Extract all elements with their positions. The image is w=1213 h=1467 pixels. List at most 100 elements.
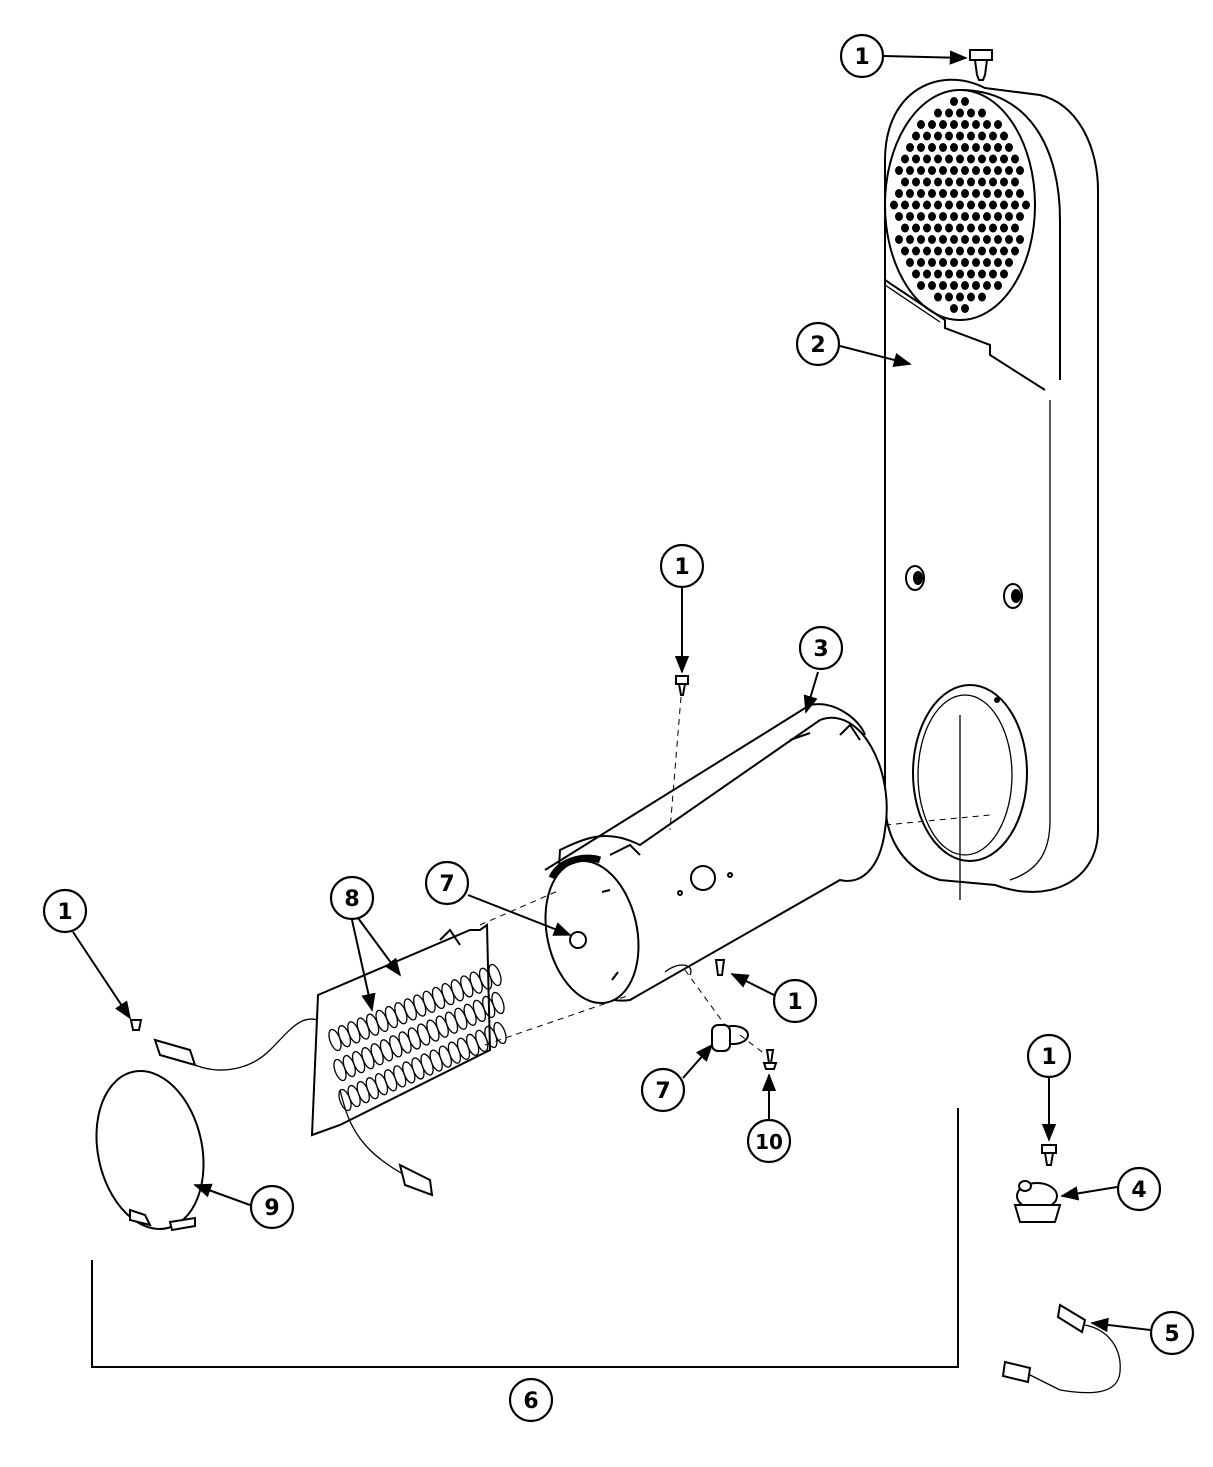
perforation-hole <box>1000 269 1008 279</box>
callout-3: 3 <box>798 625 844 671</box>
perforation-hole <box>967 246 975 256</box>
perforation-hole <box>989 177 997 187</box>
perforation-hole <box>939 189 947 198</box>
perforation-hole <box>956 223 964 233</box>
callout-1-top: 1 <box>839 33 885 79</box>
callout-7-upper: 7 <box>424 860 470 906</box>
perforation-hole <box>1000 200 1008 210</box>
perforation-hole <box>1005 143 1013 152</box>
callout-label: 1 <box>1041 1045 1056 1070</box>
perforation-hole <box>1000 246 1008 256</box>
callout-7-lower: 7 <box>640 1067 686 1113</box>
perforation-hole <box>934 292 942 302</box>
callout-label: 2 <box>810 333 825 358</box>
perforation-hole <box>972 120 980 129</box>
perforation-hole <box>939 143 947 152</box>
perforation-hole <box>983 166 991 175</box>
perforation-hole <box>934 200 942 210</box>
perforation-hole <box>895 212 903 221</box>
perforation-hole <box>989 200 997 210</box>
perforation-hole <box>923 269 931 279</box>
perforation-hole <box>967 269 975 279</box>
perforation-hole <box>934 108 942 118</box>
perforation-hole <box>994 166 1002 175</box>
perforation-hole <box>945 269 953 279</box>
perforation-hole <box>983 212 991 221</box>
perforation-hole <box>983 120 991 129</box>
perforation-hole <box>978 223 986 233</box>
perforation-hole <box>906 235 914 244</box>
perforation-hole <box>934 131 942 141</box>
perforation-hole <box>906 143 914 152</box>
callout-label: 10 <box>755 1130 783 1154</box>
thermostat-lower <box>711 1024 749 1052</box>
callout-label: 7 <box>439 872 454 897</box>
perforation-hole <box>961 143 969 152</box>
callout-10: 10 <box>746 1118 792 1164</box>
perforation-hole <box>917 258 925 267</box>
perforation-hole <box>1022 200 1030 210</box>
perforation-hole <box>890 200 898 210</box>
perforation-hole <box>1011 223 1019 233</box>
perforation-hole <box>989 131 997 141</box>
perforation-hole <box>934 223 942 233</box>
perforation-hole <box>950 212 958 221</box>
perforation-hole <box>895 166 903 175</box>
perforation-hole <box>928 235 936 244</box>
perforation-hole <box>972 143 980 152</box>
perforation-hole <box>934 177 942 187</box>
perforation-hole <box>950 258 958 267</box>
perforation-hole <box>961 189 969 198</box>
perforation-hole <box>978 269 986 279</box>
leader-lines <box>72 50 1151 1333</box>
perforation-holes <box>890 97 1030 313</box>
wire-jumper <box>1001 1303 1121 1394</box>
heater-housing <box>544 703 888 1005</box>
perforation-hole <box>972 235 980 244</box>
perforation-hole <box>956 246 964 256</box>
perforation-hole <box>1005 235 1013 244</box>
perforation-hole <box>917 281 925 290</box>
perforation-hole <box>923 177 931 187</box>
perforation-hole <box>1000 177 1008 187</box>
perforation-hole <box>923 223 931 233</box>
perforation-hole <box>972 166 980 175</box>
perforation-hole <box>978 292 986 302</box>
perforation-hole <box>939 235 947 244</box>
coil-loop <box>491 991 505 1015</box>
heater-cover-plate <box>95 1019 205 1232</box>
perforation-hole <box>928 120 936 129</box>
perforation-hole <box>978 108 986 118</box>
perforation-hole <box>956 131 964 141</box>
perforation-hole <box>1016 212 1024 221</box>
perforation-hole <box>978 154 986 164</box>
callout-6: 6 <box>508 1377 554 1423</box>
perforation-hole <box>983 281 991 290</box>
perforation-hole <box>950 97 958 106</box>
perforation-hole <box>917 166 925 175</box>
perforation-hole <box>1000 154 1008 164</box>
perforation-hole <box>1016 166 1024 175</box>
perforation-hole <box>978 177 986 187</box>
callout-label: 4 <box>1131 1178 1146 1203</box>
perforation-hole <box>967 200 975 210</box>
perforation-hole <box>939 120 947 129</box>
perforation-hole <box>972 258 980 267</box>
perforation-hole <box>961 258 969 267</box>
perforation-hole <box>917 235 925 244</box>
perforation-hole <box>956 108 964 118</box>
perforation-hole <box>928 143 936 152</box>
perforation-hole <box>1005 212 1013 221</box>
perforation-hole <box>923 200 931 210</box>
perforation-hole <box>950 166 958 175</box>
perforation-hole <box>912 200 920 210</box>
perforation-hole <box>978 131 986 141</box>
perforation-hole <box>917 212 925 221</box>
perforation-hole <box>939 258 947 267</box>
perforation-hole <box>994 235 1002 244</box>
perforation-hole <box>1011 246 1019 256</box>
perforation-hole <box>934 269 942 279</box>
perforation-hole <box>928 258 936 267</box>
perforation-hole <box>901 223 909 233</box>
